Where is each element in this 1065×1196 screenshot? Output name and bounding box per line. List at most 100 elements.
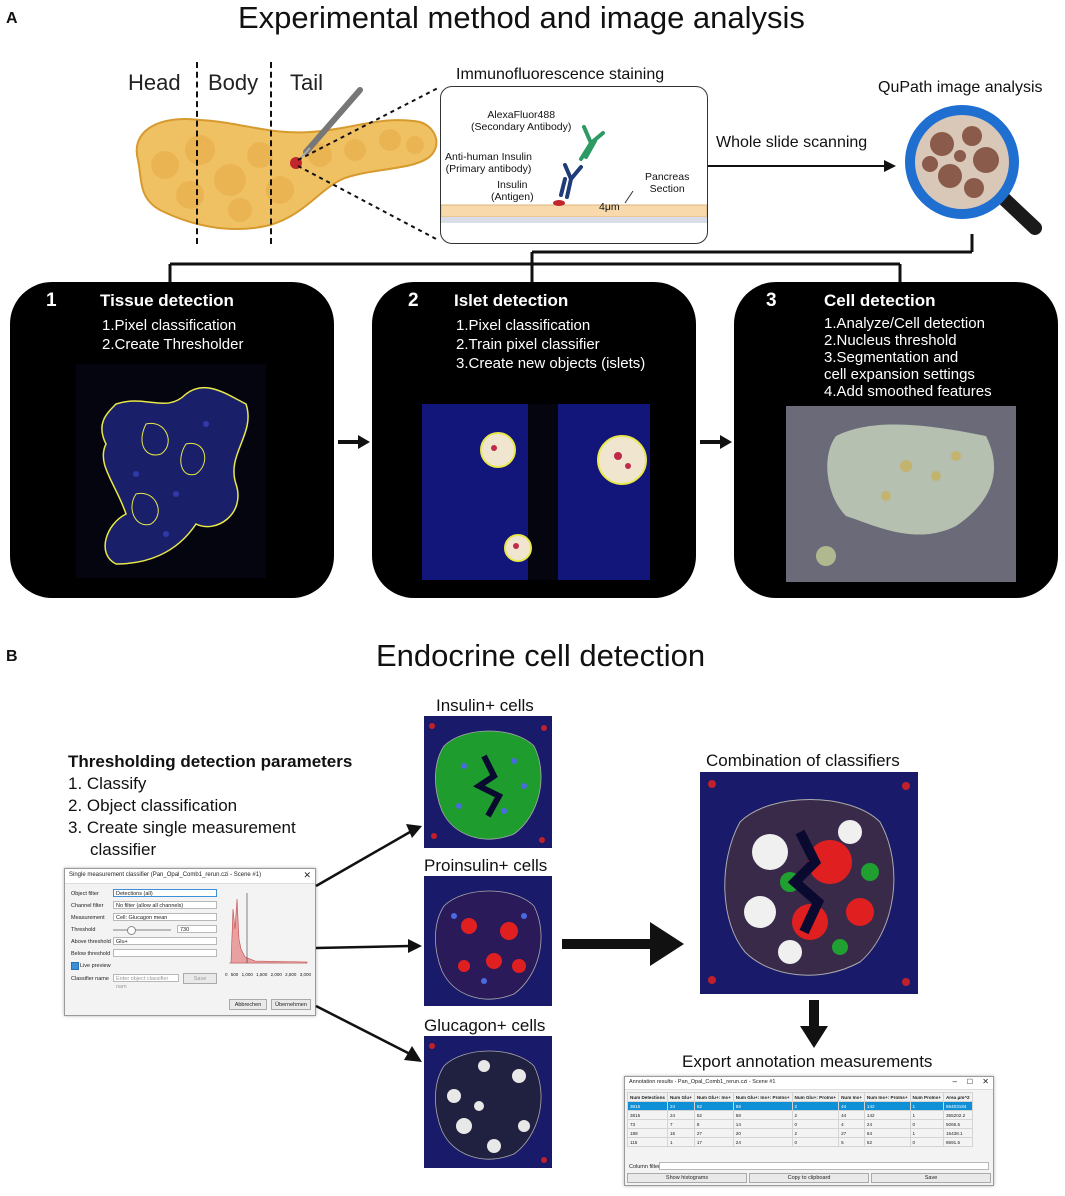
islet-detection-image [422,404,650,580]
object-filter-select[interactable]: Detections (all) [113,889,217,897]
params-line-4: classifier [90,840,157,859]
table-cell: 1 [909,1128,944,1138]
col-header[interactable]: Area μm^2 [942,1092,973,1102]
table-cell: 115 [627,1137,668,1147]
threshold-slider-handle[interactable] [127,926,136,935]
table-cell: 142 [863,1101,911,1111]
magnifier-icon [905,105,1042,235]
threshold-slider[interactable] [113,929,171,931]
table-cell: 8 [693,1119,734,1129]
primary-antibody-sub: (Primary antibody) [445,163,532,175]
close-icon[interactable]: ✕ [303,870,311,880]
region-body: Body [208,70,259,95]
col-header[interactable]: Num Detections [627,1092,668,1102]
column-filter-input[interactable] [659,1162,989,1170]
panel-a-title: Experimental method and image analysis [238,0,805,35]
save-button[interactable]: Save [183,973,217,984]
proinsulin-cells-image [424,876,552,1006]
table-cell: 73 [627,1119,668,1129]
hist-tick-0: 0 [225,972,228,977]
table-cell: 24 [732,1137,793,1147]
results-window-title: Annotation results - Pan_Opal_Comb1_reru… [629,1079,776,1085]
table-cell: 86403184 [942,1101,973,1111]
table-cell: 8691.5 [942,1137,973,1147]
table-cell: 142 [863,1110,911,1120]
measurement-label: Measurement [71,915,105,921]
table-cell: 52 [693,1101,734,1111]
close-icon[interactable]: ✕ [982,1077,989,1086]
channel-filter-select[interactable]: No filter (allow all channels) [113,901,217,909]
scanning-label: Whole slide scanning [716,134,868,151]
table-cell: 17 [693,1137,734,1147]
col-header[interactable]: Num Glu+ [666,1092,695,1102]
table-cell: 1 [909,1110,944,1120]
step-2-number: 2 [408,290,419,311]
cell-detection-image [786,406,1016,582]
antigen-label: Insulin [497,179,528,191]
combination-arrow [562,922,684,966]
table-cell: 3815 [627,1110,668,1120]
threshold-label: Threshold [71,927,96,933]
cancel-button[interactable]: Abbrechen [229,999,267,1010]
save-button[interactable]: Save [871,1173,991,1183]
table-cell: 7 [666,1119,695,1129]
results-window: Annotation results - Pan_Opal_Comb1_reru… [624,1076,994,1186]
step-1-to-2-arrow [338,435,370,449]
primary-antibody-label: Anti-human Insulin [445,151,532,163]
table-cell: 44 [838,1110,865,1120]
apply-button[interactable]: Übernehmen [271,999,311,1010]
panel-b-letter: B [6,648,18,665]
body-tail-divider [270,62,272,244]
col-header[interactable]: Num Glu+: Ins+ [693,1092,734,1102]
table-cell: 3815 [627,1101,668,1111]
col-header[interactable]: Num Ins+ [838,1092,865,1102]
threshold-input[interactable]: 730 [177,925,217,933]
table-cell: 14 [732,1119,793,1129]
show-histograms-button[interactable]: Show histograms [627,1173,747,1183]
step-1-line-1: 1.Pixel classification [102,317,237,334]
table-cell: 0 [909,1119,944,1129]
table-cell: 1 [909,1101,944,1111]
step-2-title: Islet detection [454,291,569,310]
table-cell: 0 [909,1137,944,1147]
hist-tick-4: 2,000 [270,972,282,977]
zoom-lines [297,87,439,241]
step-3-line-5: 4.Add smoothed features [824,383,992,400]
table-cell: 1 [666,1137,695,1147]
region-head: Head [128,70,181,95]
pancreas-illustration [135,87,438,231]
secondary-antibody-sub: (Secondary Antibody) [471,121,572,133]
section-sub: Section [649,183,685,195]
step-3-title: Cell detection [824,291,936,310]
above-threshold-select[interactable]: Glu+ [113,937,217,945]
minimize-icon[interactable]: – [952,1077,957,1086]
antigen-sub: (Antigen) [491,191,534,203]
col-header[interactable]: Num Ins+: ProIns+ [863,1092,911,1102]
region-tail: Tail [290,70,324,95]
section-label: Pancreas [645,171,690,183]
live-preview-checkbox[interactable] [71,962,79,970]
combination-image [700,772,918,994]
col-header[interactable]: Num Glu+: Ins+: ProIns+ [732,1092,793,1102]
params-line-3: 3. Create single measurement [68,818,296,837]
classifier-window: Single measurement classifier (Pan_Opal_… [64,868,316,1016]
step-1-line-2: 2.Create Thresholder [102,336,244,353]
maximize-icon[interactable]: ☐ [966,1079,973,1086]
table-cell: 2 [791,1128,840,1138]
staining-title: Immunofluorescence staining [456,66,665,83]
classifier-titlebar: Single measurement classifier (Pan_Opal_… [65,869,315,884]
classifier-name-input[interactable]: Enter object classifier nam [113,974,179,990]
copy-to-clipboard-button[interactable]: Copy to clipboard [749,1173,869,1183]
col-header[interactable]: Num Glu+: ProIns+ [791,1092,840,1102]
col-header[interactable]: Num ProIns+ [909,1092,944,1102]
below-threshold-select[interactable] [113,949,217,957]
table-cell: 24 [666,1110,695,1120]
table-cell: 27 [693,1128,734,1138]
step-1-box: 1 Tissue detection 1.Pixel classificatio… [10,282,334,598]
measurement-select[interactable]: Cell: Glucagon mean [113,913,217,921]
